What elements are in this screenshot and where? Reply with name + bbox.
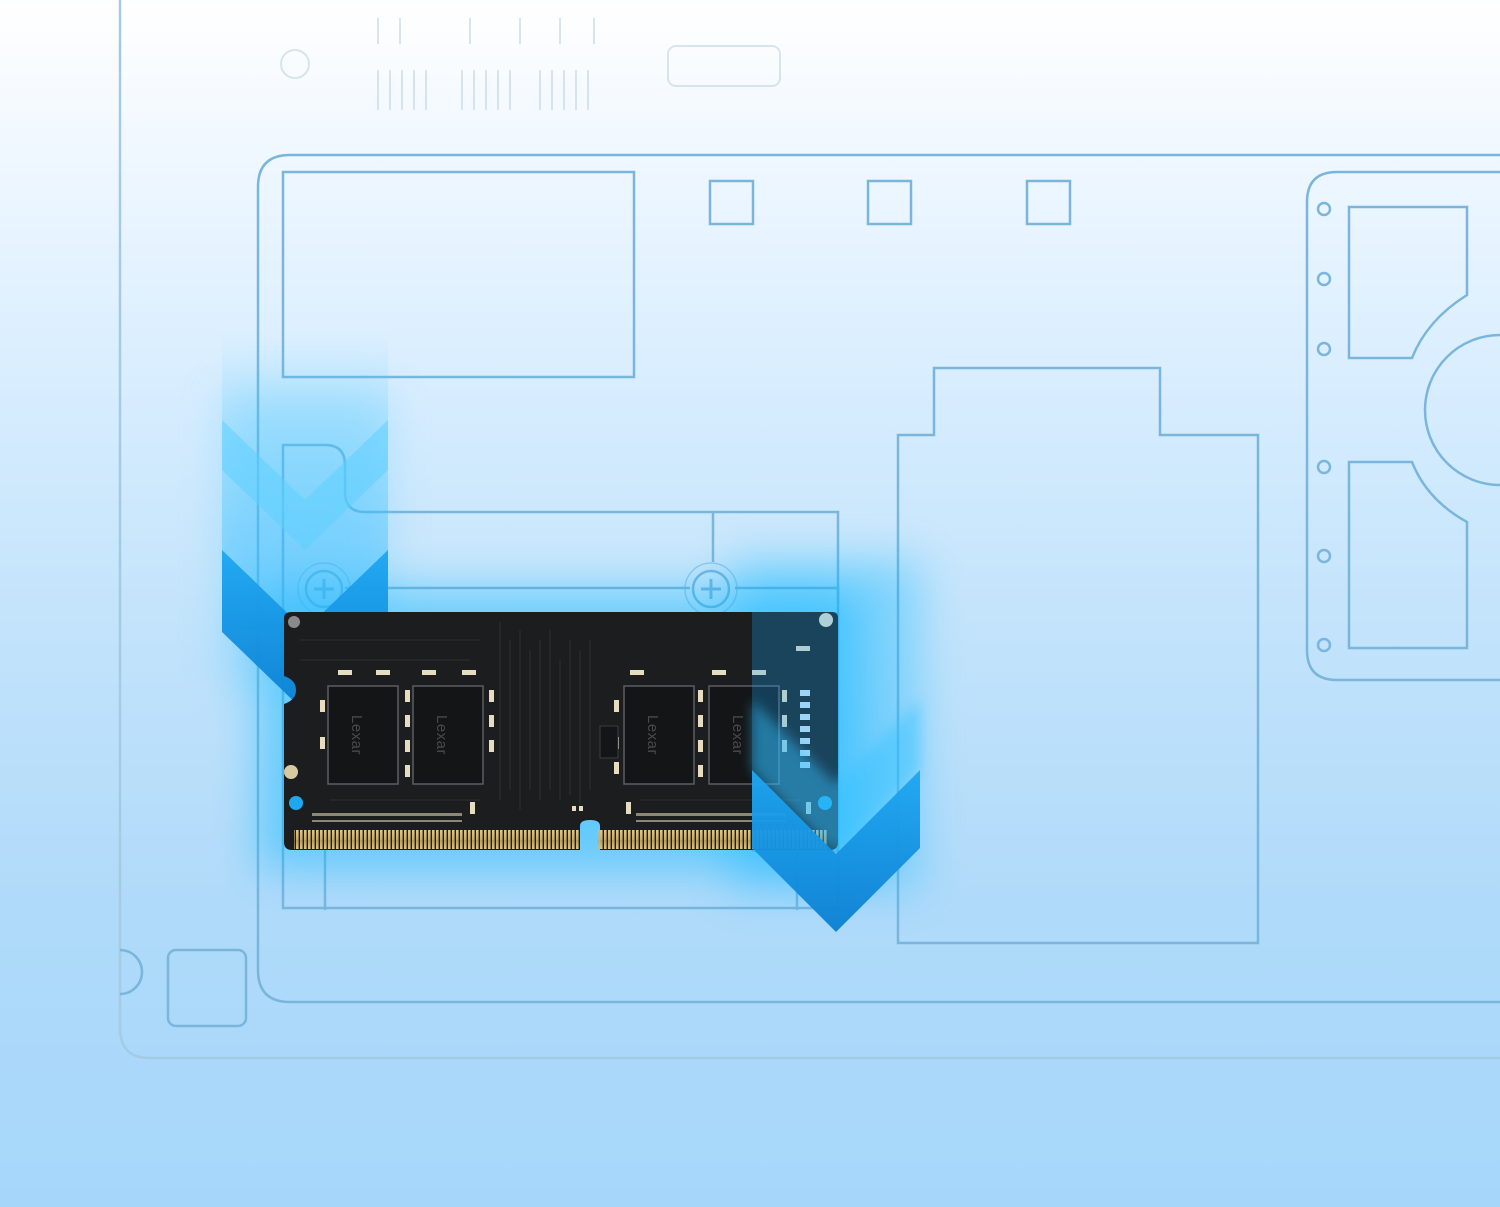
battery-block (896, 366, 1260, 945)
cpu-block (281, 170, 636, 379)
drive-bay (1305, 170, 1500, 682)
faint-connector-pins (377, 18, 595, 110)
chevron-down-icon (752, 770, 920, 932)
small-square-3 (1025, 179, 1072, 226)
gold-contacts-left (294, 830, 579, 849)
mount-hole (284, 765, 298, 779)
chip-brand-label: Lexar (348, 715, 365, 755)
outer-chassis (118, 0, 1500, 1060)
ram-module: Lexar Lexar Lexar Lexar (284, 612, 838, 850)
spd-chip (599, 725, 619, 759)
mount-hole (819, 613, 833, 627)
chip-brand-label: Lexar (433, 715, 450, 755)
right-insert-arrow (752, 612, 920, 932)
small-square-2 (866, 179, 913, 226)
memory-chip-1: Lexar (327, 685, 399, 785)
small-square-1 (708, 179, 755, 226)
chip-brand-label: Lexar (644, 715, 661, 755)
mount-hole (288, 616, 300, 628)
chassis-side-notch (119, 948, 144, 996)
foot-pad (166, 948, 248, 1028)
chevron-down-icon (752, 700, 920, 854)
smd-dot-row (312, 813, 786, 822)
board-components (281, 170, 1500, 945)
faint-top-components (280, 18, 781, 110)
pcb-traces (300, 622, 800, 810)
mount-hole (289, 796, 303, 810)
chip-brand-label: Lexar (729, 715, 746, 755)
memory-chip-3: Lexar (623, 685, 695, 785)
memory-chip-2: Lexar (412, 685, 484, 785)
chevron-down-icon (222, 420, 388, 550)
